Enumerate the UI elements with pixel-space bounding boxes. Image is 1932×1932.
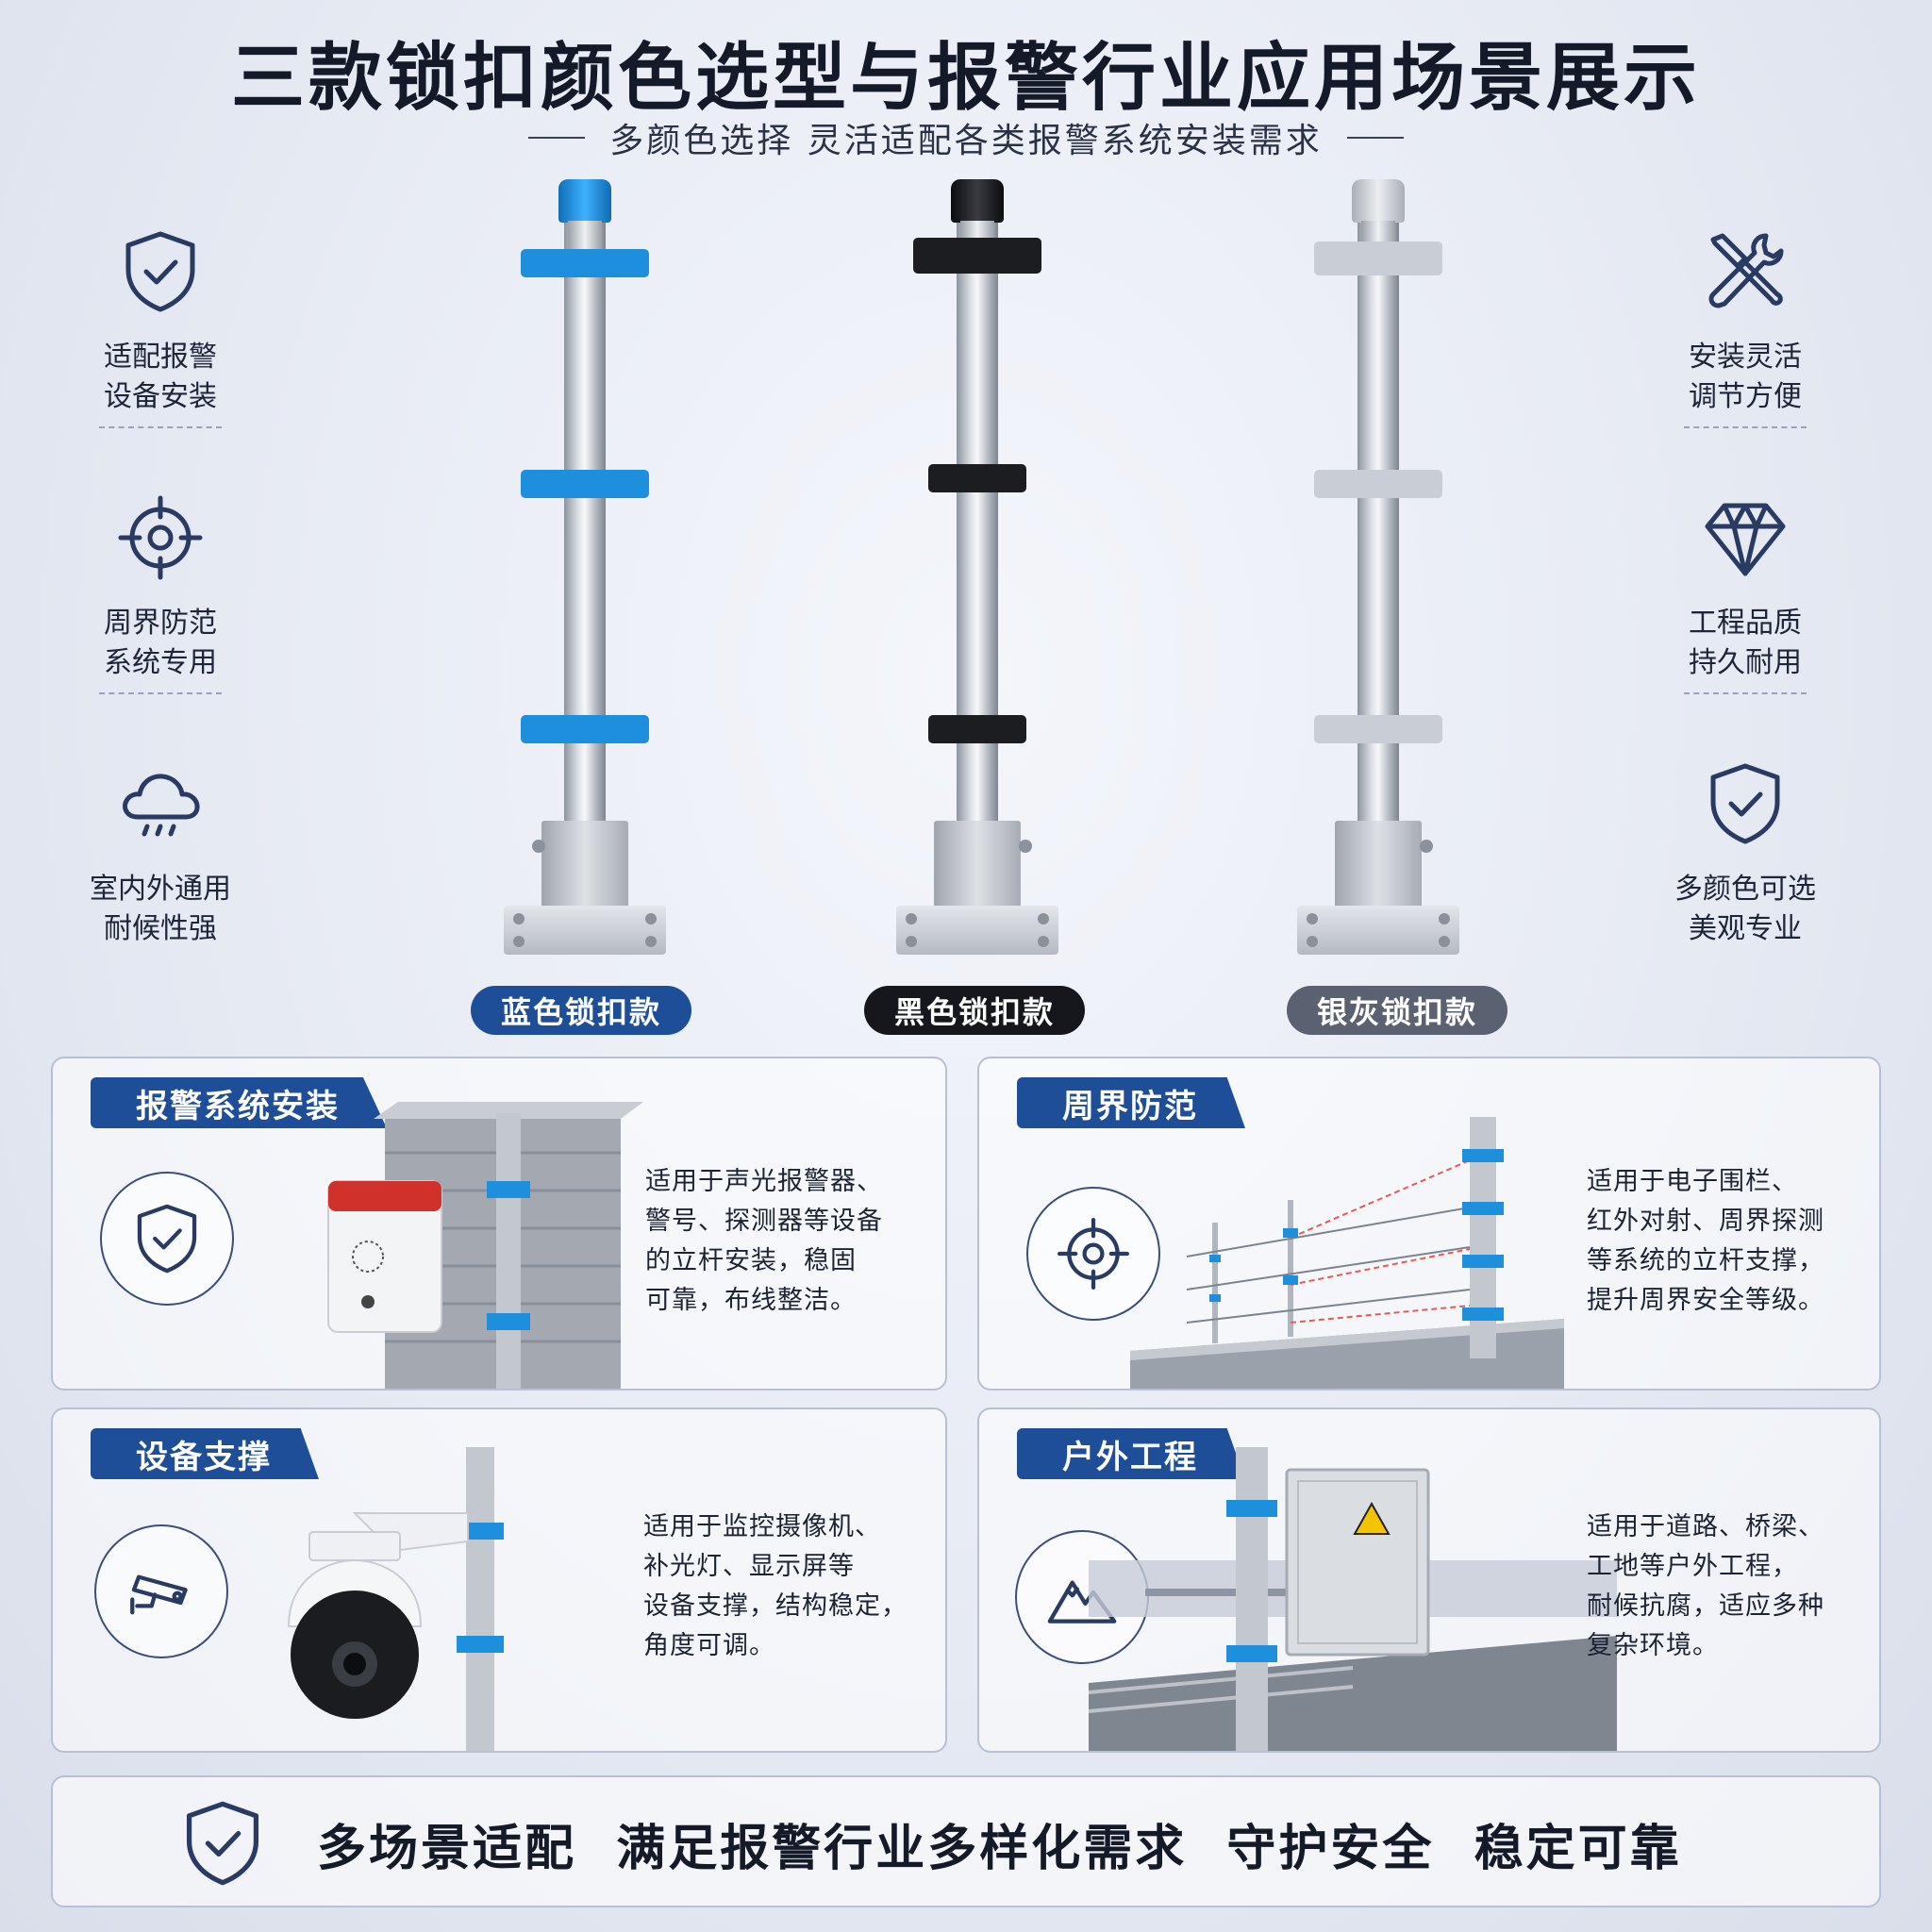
pole-label-silver: 银灰锁扣款 <box>1287 986 1507 1035</box>
lock-clamp <box>1314 470 1442 498</box>
feature-alarm-install: 适配报警 设备安装 <box>57 226 264 492</box>
target-icon <box>1057 1217 1130 1291</box>
feature-text: 工程品质 持久耐用 <box>1689 607 1802 679</box>
pole-cap <box>951 179 1004 223</box>
pole-tube <box>1357 179 1399 934</box>
pole-label-black: 黑色锁扣款 <box>864 986 1085 1035</box>
feature-weather: 室内外通用 耐候性强 <box>57 758 264 1024</box>
lock-clamp <box>521 715 649 743</box>
lock-clamp <box>928 464 1026 492</box>
shield-check-icon <box>137 1204 197 1274</box>
panel-tag: 周界防范 <box>1017 1077 1245 1128</box>
pole-tube <box>957 179 998 934</box>
pole-base-plate <box>1297 906 1459 955</box>
panel-tag: 设备支撑 <box>91 1428 319 1479</box>
subtitle-line-right <box>1346 137 1404 139</box>
panel-outdoor-project: 户外工程 适用于道路、桥梁、 工地等户外工程， 耐候抗腐，适应多种 复杂环境。 <box>977 1407 1881 1753</box>
outdoor-scene-illustration <box>1089 1447 1617 1751</box>
diamond-icon <box>1705 503 1786 576</box>
bolt <box>1420 840 1433 853</box>
panel-icon-circle <box>100 1172 234 1306</box>
panel-perimeter: 周界防范 适用于电子围栏、 红外对射、周界探测 等系统的立杆支撑， 提升周界安全… <box>977 1057 1881 1391</box>
pole-cap <box>1352 179 1405 223</box>
cctv-camera-icon <box>130 1574 188 1615</box>
feature-quality: 工程品质 持久耐用 <box>1641 492 1849 758</box>
panel-icon-circle <box>1026 1187 1160 1321</box>
shield-check-icon <box>1710 763 1780 844</box>
lock-clamp <box>928 715 1026 743</box>
page-title: 三款锁扣颜色选型与报警行业应用场景展示 <box>230 36 1701 121</box>
panel-description: 适用于道路、桥梁、 工地等户外工程， 耐候抗腐，适应多种 复杂环境。 <box>1587 1512 1824 1660</box>
tools-icon <box>1708 233 1784 308</box>
feature-divider <box>99 426 222 428</box>
panel-tag: 户外工程 <box>1017 1428 1245 1479</box>
feature-text: 适配报警 设备安装 <box>104 341 217 413</box>
right-feature-list: 安装灵活 调节方便 工程品质 持久耐用 多颜色可选 美观专业 <box>1641 226 1849 1024</box>
subtitle-row: 多颜色选择 灵活适配各类报警系统安装需求 <box>0 113 1932 162</box>
panel-tag: 报警系统安装 <box>91 1077 387 1128</box>
panel-description: 适用于电子围栏、 红外对射、周界探测 等系统的立杆支撑， 提升周界安全等级。 <box>1587 1167 1824 1315</box>
subtitle-line-left <box>528 137 586 139</box>
panel-equipment-support: 设备支撑 适用于监控摄像机、 补光灯、显示屏等 设备支撑，结构稳定， 角度可调。 <box>51 1407 947 1753</box>
pole-label-blue: 蓝色锁扣款 <box>471 986 691 1035</box>
footer-slogan: 多场景适配 满足报警行业多样化需求 守护安全 稳定可靠 <box>317 1820 1682 1877</box>
pole-blue <box>485 179 674 972</box>
pole-tube <box>564 179 606 934</box>
perimeter-scene-illustration <box>1130 1117 1564 1389</box>
panel-icon-circle <box>94 1524 228 1658</box>
lock-clamp <box>1314 715 1442 743</box>
pole-silver <box>1278 179 1467 972</box>
feature-divider <box>1684 692 1807 694</box>
lock-clamp <box>913 238 1041 274</box>
panel-alarm-install: 报警系统安装 适用于声光报警器、 警号、探测器等设备 的立杆安装，稳固 可靠，布… <box>51 1057 947 1391</box>
feature-text: 安装灵活 调节方便 <box>1689 341 1802 413</box>
alarm-scene-illustration <box>327 1102 643 1389</box>
bolt <box>532 840 545 853</box>
page-subtitle: 多颜色选择 灵活适配各类报警系统安装需求 <box>609 122 1323 160</box>
feature-text: 室内外通用 耐候性强 <box>90 873 231 945</box>
lock-clamp <box>521 470 649 498</box>
lock-clamp <box>1314 242 1442 275</box>
cloud-rain-icon <box>123 774 200 837</box>
feature-divider <box>99 692 222 694</box>
feature-text: 多颜色可选 美观专业 <box>1674 873 1816 945</box>
shield-check-icon <box>186 1801 259 1886</box>
pole-cap <box>558 179 611 223</box>
panel-description: 适用于声光报警器、 警号、探测器等设备 的立杆安装，稳固 可靠，布线整洁。 <box>645 1167 883 1315</box>
panel-description: 适用于监控摄像机、 补光灯、显示屏等 设备支撑，结构稳定， 角度可调。 <box>643 1512 908 1660</box>
feature-divider <box>1684 426 1807 428</box>
feature-perimeter: 周界防范 系统专用 <box>57 492 264 758</box>
feature-flexible-install: 安装灵活 调节方便 <box>1641 226 1849 492</box>
shield-check-icon <box>125 231 195 312</box>
pole-base-plate <box>896 906 1058 955</box>
left-feature-list: 适配报警 设备安装 周界防范 系统专用 室内外通用 耐候性强 <box>57 226 264 1024</box>
lock-clamp <box>521 249 649 277</box>
bolt <box>1019 840 1032 853</box>
pole-black <box>877 179 1066 972</box>
pole-base-plate <box>504 906 666 955</box>
camera-scene-illustration <box>287 1447 504 1751</box>
footer-bar: 多场景适配 满足报警行业多样化需求 守护安全 稳定可靠 <box>51 1775 1881 1907</box>
target-icon <box>118 495 203 580</box>
feature-text: 周界防范 系统专用 <box>104 607 217 679</box>
feature-multi-color: 多颜色可选 美观专业 <box>1641 758 1849 1024</box>
